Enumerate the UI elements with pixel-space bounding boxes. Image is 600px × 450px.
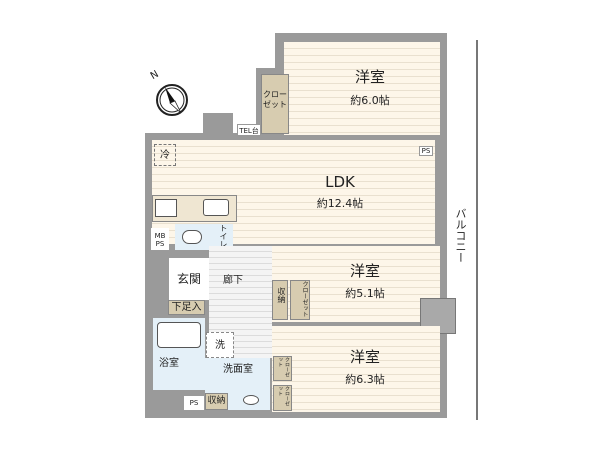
toilet-icon xyxy=(182,230,202,244)
laundry-space: 洗 xyxy=(206,332,234,358)
hallway-name: 廊下 xyxy=(223,275,243,286)
wall-ldk-top xyxy=(203,113,233,143)
tel-stand: TEL台 xyxy=(237,124,261,136)
stove-icon xyxy=(155,199,177,217)
balcony-label: バルコニー xyxy=(454,208,467,263)
room-western-mid-size: 約5.1帖 xyxy=(345,287,385,300)
room-western-top xyxy=(284,42,440,135)
closet-bottom-2: クローゼット xyxy=(273,385,292,411)
room-ldk-size: 約12.4帖 xyxy=(316,197,364,210)
fridge: 冷 xyxy=(154,144,176,166)
closet-top-label-2: ゼット xyxy=(263,100,287,109)
bathtub-icon xyxy=(157,322,201,348)
basin-icon xyxy=(243,395,259,405)
room-western-mid-name: 洋室 xyxy=(349,262,380,280)
room-western-bottom xyxy=(272,326,440,412)
mb-ps: MB PS xyxy=(151,228,169,250)
closet-bottom-1: クローゼット xyxy=(273,356,292,381)
ps-ldk: PS xyxy=(419,146,433,157)
sink-icon xyxy=(203,199,229,216)
storage-wash: 収納 xyxy=(205,393,228,410)
closet-mid: クローゼット xyxy=(290,280,310,320)
storage-hall: 収納 xyxy=(272,280,288,320)
closet-top xyxy=(261,74,289,134)
room-western-top-size: 約6.0帖 xyxy=(350,94,390,107)
ps-wash: PS xyxy=(184,396,204,410)
room-toilet-name: トイレ xyxy=(219,224,228,248)
room-western-top-name: 洋室 xyxy=(354,68,385,86)
room-western-bottom-size: 約6.3帖 xyxy=(345,373,385,386)
balcony-line xyxy=(476,40,478,420)
room-bath-name: 浴室 xyxy=(159,358,179,369)
compass-north-label: N xyxy=(148,68,161,83)
room-ldk-name: LDK xyxy=(325,173,355,191)
room-western-bottom-name: 洋室 xyxy=(349,348,380,366)
closet-top-label-1: クロー xyxy=(263,90,287,99)
room-entrance: 玄関 xyxy=(169,258,209,300)
room-washroom-name: 洗面室 xyxy=(223,364,253,375)
compass-icon xyxy=(156,84,188,116)
shoe-storage: 下足入 xyxy=(168,300,205,315)
